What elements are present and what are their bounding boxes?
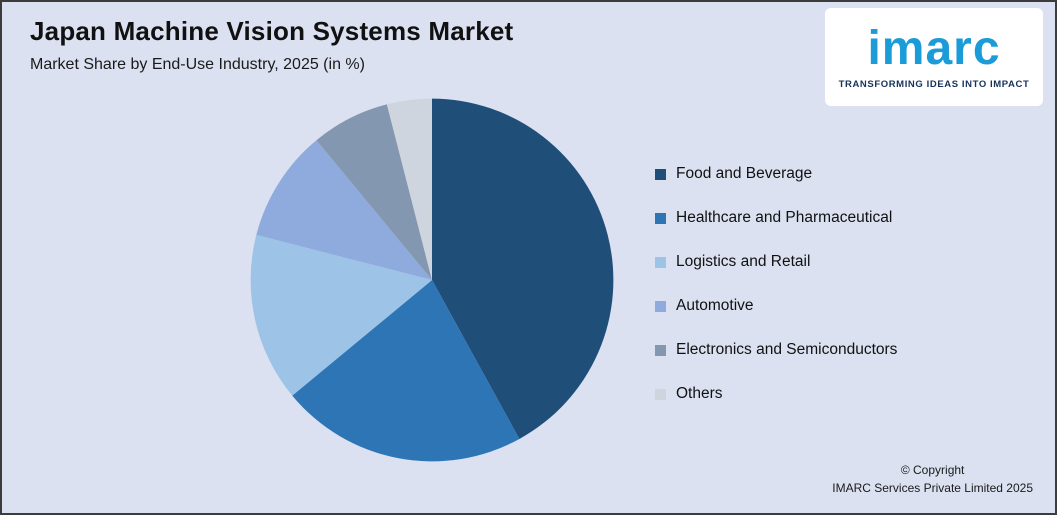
legend-label: Others: [676, 385, 723, 402]
legend-swatch: [655, 344, 666, 356]
pie-slice-0: [432, 98, 614, 439]
legend-item-logistics-and-retail: Logistics and Retail: [655, 253, 897, 271]
legend-label: Food and Beverage: [676, 165, 813, 182]
legend-swatch: [655, 300, 666, 312]
page-title: Japan Machine Vision Systems Market: [30, 16, 514, 46]
chart-legend: Food and Beverage Healthcare and Pharmac…: [655, 165, 897, 403]
copyright-notice: © Copyright IMARC Services Private Limit…: [832, 462, 1033, 497]
legend-item-electronics-and-semiconductors: Electronics and Semiconductors: [655, 341, 897, 359]
pie-slice-1: [292, 280, 520, 462]
legend-swatch: [655, 168, 666, 180]
copyright-line2: IMARC Services Private Limited 2025: [832, 480, 1033, 495]
legend-item-others: Others: [655, 385, 897, 403]
imarc-logo-wordmark: imarc: [867, 21, 1001, 75]
legend-label: Automotive: [676, 297, 754, 314]
legend-label: Healthcare and Pharmaceutical: [676, 209, 893, 226]
legend-swatch: [655, 212, 666, 224]
legend-item-automotive: Automotive: [655, 297, 897, 315]
pie-slice-4: [316, 104, 432, 280]
legend-swatch: [655, 256, 666, 268]
pie-slice-3: [256, 140, 432, 280]
imarc-logo: imarc TRANSFORMING IDEAS INTO IMPACT: [825, 8, 1043, 106]
page-subtitle: Market Share by End-Use Industry, 2025 (…: [30, 56, 365, 73]
legend-item-healthcare-and-pharmaceutical: Healthcare and Pharmaceutical: [655, 209, 897, 227]
pie-chart: [250, 98, 614, 462]
legend-label: Electronics and Semiconductors: [676, 341, 898, 358]
pie-chart-container: [247, 95, 617, 465]
copyright-line1: © Copyright: [900, 463, 965, 478]
pie-slice-5: [386, 98, 432, 281]
legend-label: Logistics and Retail: [676, 253, 811, 270]
imarc-logo-tagline: TRANSFORMING IDEAS INTO IMPACT: [838, 78, 1030, 90]
legend-swatch: [655, 388, 666, 400]
legend-item-food-and-beverage: Food and Beverage: [655, 165, 897, 183]
pie-slice-2: [250, 234, 432, 396]
